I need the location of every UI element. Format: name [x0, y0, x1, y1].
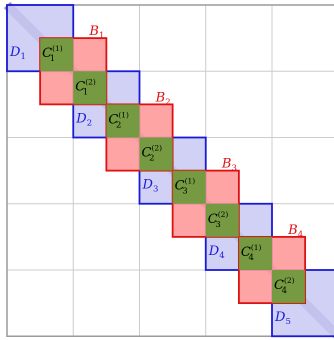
b-label-4: B4 [287, 223, 303, 240]
d-label-2: D2 [75, 111, 92, 128]
d-label-2-main: D [75, 111, 87, 126]
b-label-3-sub: 3 [231, 164, 236, 174]
d-label-1-main: D [9, 45, 21, 60]
c-block-5 [172, 170, 206, 204]
c-block-1 [40, 38, 74, 72]
d-label-1: D1 [9, 45, 26, 62]
c-label-4-sub: 2 [149, 154, 154, 164]
c-label-1-main: C [42, 46, 52, 61]
b-label-2-main: B [155, 90, 166, 105]
c-label-4: C(2)2 [142, 144, 163, 164]
c-label-3-sup: (1) [118, 110, 129, 119]
d-label-5-sub: 5 [285, 317, 290, 327]
c-label-7: C(1)4 [241, 243, 262, 263]
d-label-4: D4 [208, 244, 225, 261]
c-label-8: C(2)4 [274, 276, 295, 296]
c-label-3-main: C [108, 112, 118, 127]
c-label-8-main: C [274, 278, 284, 293]
c-label-5-sub: 3 [182, 187, 187, 197]
d-label-4-sub: 4 [219, 251, 224, 261]
c-block-2 [73, 71, 107, 105]
d-label-3-sub: 3 [153, 185, 158, 195]
c-label-5-main: C [175, 179, 185, 194]
d-label-5-main: D [274, 310, 286, 325]
c-label-6-main: C [208, 212, 218, 227]
b-label-4-sub: 4 [298, 230, 303, 240]
c-label-5: C(1)3 [175, 177, 196, 197]
c-block-3 [106, 104, 140, 138]
d-label-4-main: D [208, 244, 220, 259]
c-blocks [40, 38, 306, 304]
c-label-8-sup: (2) [284, 276, 295, 285]
c-label-7-main: C [241, 245, 251, 260]
grid-frame [6, 4, 334, 337]
d-label-2-sub: 2 [87, 118, 92, 128]
d-label-1-sub: 1 [20, 52, 25, 62]
c-label-3-sub: 2 [116, 120, 121, 130]
c-label-7-sub: 4 [248, 253, 253, 263]
c-label-8-sub: 4 [282, 286, 287, 296]
b-label-3: B3 [221, 157, 237, 174]
c-label-7-sup: (1) [251, 243, 262, 252]
b-label-1-main: B [88, 24, 99, 39]
c-label-1: C(1)1 [42, 44, 63, 64]
c-label-4-main: C [142, 146, 152, 161]
c-block-6 [205, 203, 239, 237]
b-label-1: B1 [88, 24, 104, 41]
c-label-6: C(2)3 [208, 210, 229, 230]
c-label-6-sup: (2) [218, 210, 229, 219]
c-label-3: C(1)2 [108, 110, 129, 130]
d-label-5: D5 [274, 310, 291, 327]
c-label-2-sub: 1 [83, 87, 88, 97]
c-block-8 [272, 270, 306, 304]
c-label-1-sub: 1 [50, 54, 55, 64]
b-label-1-sub: 1 [99, 31, 104, 41]
c-block-4 [139, 137, 173, 171]
b-label-2-sub: 2 [165, 97, 170, 107]
c-label-2-main: C [75, 79, 85, 94]
c-block-7 [238, 236, 272, 270]
c-label-2-sup: (2) [85, 77, 96, 86]
c-label-5-sup: (1) [185, 177, 196, 186]
d-label-3: D3 [142, 178, 159, 195]
c-label-6-sub: 3 [215, 220, 220, 230]
c-label-2: C(2)1 [75, 77, 96, 97]
b-label-4-main: B [287, 223, 298, 238]
d-label-3-main: D [142, 178, 154, 193]
b-label-2: B2 [155, 90, 171, 107]
b-label-3-main: B [221, 157, 232, 172]
c-label-1-sup: (1) [52, 44, 63, 53]
labels: D1D2D3D4D5B1B2B3B4C(1)1C(2)1C(1)2C(2)2C(… [9, 24, 303, 327]
c-label-4-sup: (2) [151, 144, 162, 153]
